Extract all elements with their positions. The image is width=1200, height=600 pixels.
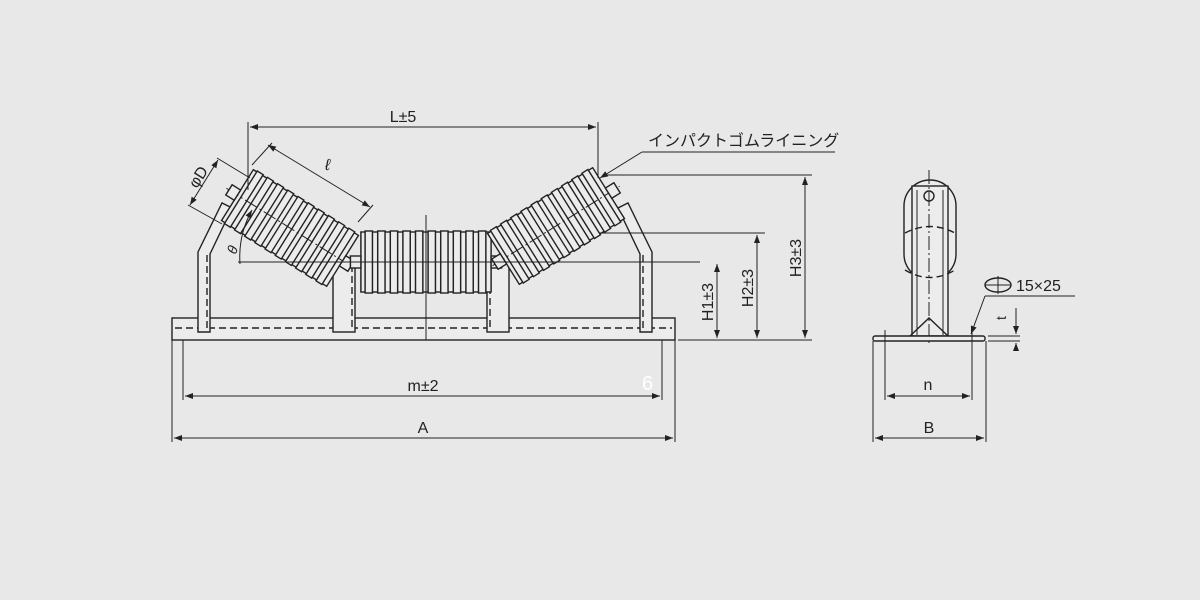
front-view: L±5 ℓ φD θ H1±3 H2±3 H3±3 インパクトゴムライニング m… xyxy=(171,109,839,442)
dim-length-label: ℓ xyxy=(324,157,331,174)
dim-H1-label: H1±3 xyxy=(700,283,717,321)
right-bracket xyxy=(617,202,653,333)
dim-B-label: B xyxy=(924,420,935,437)
dim-A-label: A xyxy=(418,420,429,437)
lining-callout: インパクトゴムライニング xyxy=(648,131,839,150)
dim-t-label: t xyxy=(993,316,1009,320)
dim-H3-label: H3±3 xyxy=(788,239,805,277)
dim-n-label: n xyxy=(924,377,933,394)
dim-L-label: L±5 xyxy=(390,109,417,126)
side-base-plate xyxy=(872,335,986,342)
dim-H2-label: H2±3 xyxy=(740,269,757,307)
dim-m-label: m±2 xyxy=(407,378,438,395)
dim-angle-label: θ xyxy=(223,243,241,256)
base-frame xyxy=(171,317,676,341)
hole-spec-label: 15×25 xyxy=(1016,278,1061,295)
side-view: t 15×25 n B xyxy=(872,170,1075,442)
dim-diameter-label: φD xyxy=(186,164,212,192)
page-number: 6 xyxy=(642,373,653,395)
